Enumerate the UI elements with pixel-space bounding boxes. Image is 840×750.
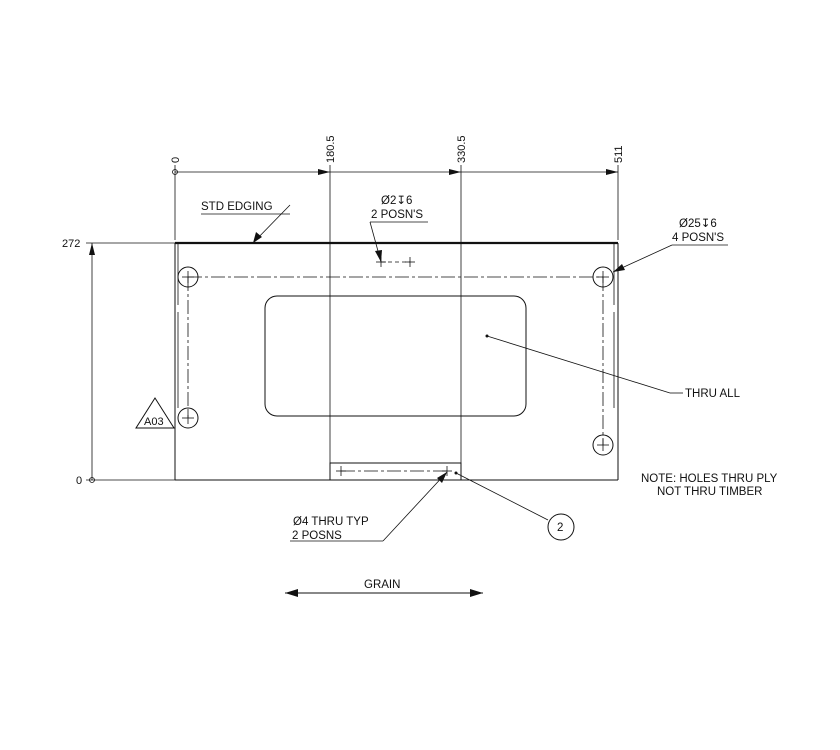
large-hole: [177, 407, 199, 429]
bottom-hole-callout: Ø4 THRU TYP 2 POSNS: [290, 471, 448, 542]
dim-label-330-5: 330.5: [456, 135, 468, 163]
thru-all-callout: THRU ALL: [485, 334, 741, 400]
revision-tag: A03: [144, 416, 164, 428]
large-hole-qty: 4 POSN'S: [672, 232, 724, 244]
dim-label-511: 511: [613, 145, 625, 163]
top-dimension-chain: 0 180.5 330.5 511: [170, 135, 625, 480]
panel-outline: [174, 241, 619, 481]
std-edging-label: STD EDGING: [201, 201, 273, 213]
grain-label: GRAIN: [364, 579, 400, 591]
dim-label-272: 272: [62, 238, 80, 250]
large-hole-callout: Ø25↧6 4 POSN'S: [612, 218, 728, 273]
dim-label-180-5: 180.5: [325, 135, 337, 163]
large-holes: [177, 266, 614, 456]
std-edging-callout: STD EDGING: [201, 201, 291, 244]
bottom-hole-spec: Ø4 THRU TYP: [293, 516, 369, 528]
small-hole-spec: Ø2↧6: [381, 195, 412, 207]
large-hole: [177, 266, 199, 288]
note-line-2: NOT THRU TIMBER: [657, 486, 762, 498]
revision-triangle: A03: [135, 397, 175, 429]
dim-label-0: 0: [170, 157, 182, 163]
large-hole-spec: Ø25↧6: [679, 218, 717, 230]
small-hole-qty: 2 POSN'S: [371, 209, 423, 221]
large-hole: [592, 266, 614, 288]
bottom-rail: [329, 462, 462, 481]
note-block: NOTE: HOLES THRU PLY NOT THRU TIMBER: [641, 473, 778, 498]
left-dimension-chain: 272 0: [62, 238, 175, 487]
thru-all-label: THRU ALL: [685, 388, 741, 400]
small-hole-callout: Ø2↧6 2 POSN'S: [369, 195, 428, 263]
item-balloon: 2: [454, 471, 575, 541]
large-hole: [592, 434, 614, 456]
balloon-number: 2: [557, 522, 563, 534]
cutout-rectangle: [264, 295, 527, 417]
note-line-1: NOTE: HOLES THRU PLY: [641, 473, 778, 485]
bottom-hole-qty: 2 POSNS: [292, 530, 342, 542]
dim-label-zero-vertical: 0: [76, 475, 82, 487]
grain-indicator: GRAIN: [285, 579, 483, 597]
center-lines: [187, 261, 604, 445]
